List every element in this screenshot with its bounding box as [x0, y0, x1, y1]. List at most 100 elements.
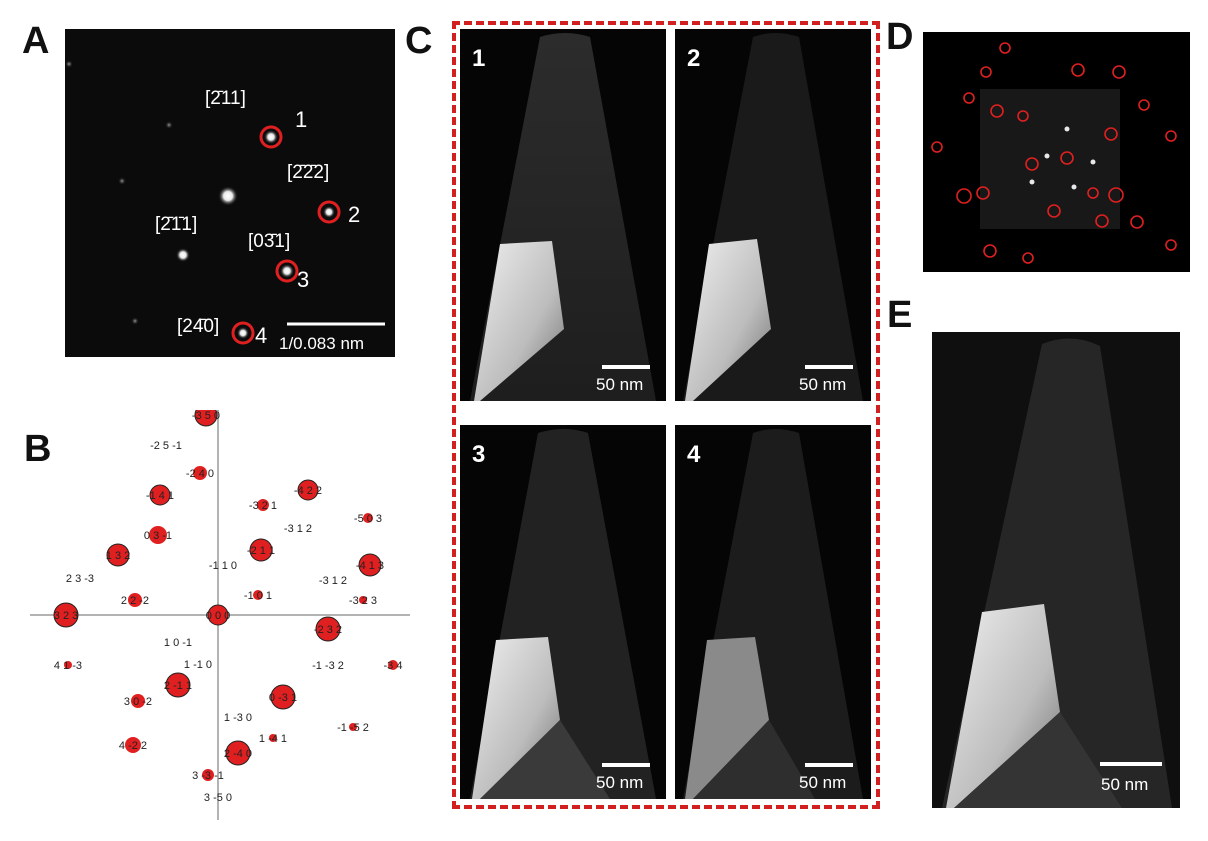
scale-label: 50 nm — [1101, 775, 1149, 794]
reflection-label: -4 2 2 — [294, 485, 322, 497]
scale-label: 50 nm — [596, 773, 644, 792]
dark-field-image-3: 3 50 nm — [460, 425, 666, 799]
panel-label-a: A — [22, 20, 50, 62]
fft-spot-marker — [1047, 204, 1061, 218]
indexed-pattern-svg: -3 5 0-2 5 -1-2 4 0-1 4 1-4 2 2-3 2 1-3 … — [30, 410, 410, 820]
diffraction-pattern-image — [65, 60, 385, 345]
dark-field-dashed-box — [452, 21, 880, 809]
zone-label-unlabeled: [2̄1̄1] — [155, 214, 198, 235]
scale-label: 50 nm — [799, 375, 847, 394]
scale-bar — [805, 365, 853, 369]
reflection-spot — [225, 740, 251, 766]
fft-spot-marker — [1138, 99, 1150, 111]
reflection-label: 2 -4 0 — [224, 748, 252, 760]
reflection-label: 4 -2 2 — [119, 740, 147, 752]
zone-label-4: [24̄0] — [177, 316, 220, 337]
reflection-label: -1 0 1 — [244, 590, 272, 602]
reflection-label: -3 4 — [384, 660, 403, 672]
zone-label-2: [2̄2̄2] — [287, 162, 330, 183]
subpanel-number-1: 1 — [472, 45, 486, 72]
reflection-spot — [257, 499, 269, 511]
reflection-label: 1 -4 1 — [259, 733, 287, 745]
fft-spot-marker — [990, 104, 1004, 118]
composite-dark-field-image: 50 nm — [932, 332, 1180, 808]
subpanel-number-4: 4 — [687, 441, 701, 468]
diffraction-pattern-panel: 1/0.083 nm [2̄11] 1 [2̄2̄2] 2 [2̄1̄1] [0… — [65, 29, 395, 357]
dark-field-image-2: 2 50 nm — [675, 29, 871, 401]
reflection-label: -4 1 3 — [356, 560, 384, 572]
reflection-label: -3 1 2 — [284, 523, 312, 535]
reflection-spot — [207, 604, 229, 626]
reflection-label: 2 3 -3 — [66, 573, 94, 585]
reflection-label: 1 0 -1 — [164, 637, 192, 649]
fft-spot-marker — [1071, 63, 1085, 77]
reflection-spot — [249, 538, 273, 562]
reflection-spot — [349, 723, 357, 731]
spot-number-2: 2 — [348, 202, 361, 227]
reflection-label: -5 0 3 — [354, 513, 382, 525]
fft-bright-spot — [1090, 159, 1096, 165]
reflection-spot — [194, 410, 218, 427]
panel-label-b: B — [24, 428, 52, 470]
reflection-spot — [270, 684, 296, 710]
reflection-label: 3 -5 0 — [204, 792, 232, 804]
zone-label-1: [2̄11] — [205, 88, 246, 109]
panel-label-c: C — [405, 20, 433, 62]
fft-spot-marker — [956, 188, 972, 204]
fft-pattern-panel — [923, 32, 1190, 272]
fft-spot-marker — [999, 42, 1011, 54]
subpanel-number-3: 3 — [472, 441, 486, 468]
reflection-spot — [149, 526, 167, 544]
fft-spot-marker — [980, 66, 992, 78]
scale-bar — [805, 763, 853, 767]
reflection-label: 4 1 -3 — [54, 660, 82, 672]
reflection-spot — [131, 694, 145, 708]
fft-bright-spot — [1064, 126, 1070, 132]
reflection-label: 2 2 -2 — [121, 595, 149, 607]
fft-spot-marker — [1108, 187, 1124, 203]
reflection-label: -2 5 -1 — [150, 440, 182, 452]
reflection-label: 3 -3 -1 — [192, 770, 224, 782]
panel-label-d: D — [886, 16, 914, 58]
reflection-label: -2 1 1 — [247, 545, 275, 557]
fft-spot-marker — [1095, 214, 1109, 228]
fft-spot-marker — [963, 92, 975, 104]
reflection-spot — [125, 737, 141, 753]
reflection-label: 1 -1 0 — [184, 659, 212, 671]
fft-spot-marker — [1165, 239, 1177, 251]
fft-spot-marker — [1112, 65, 1126, 79]
dark-field-image-1: 1 50 nm — [460, 29, 666, 401]
reflection-label: -1 4 1 — [146, 490, 174, 502]
reflection-label: 3 2 3 — [54, 610, 78, 622]
reflection-spot — [193, 466, 207, 480]
spot-number-4: 4 — [255, 323, 268, 348]
reflection-label: 0 0 0 — [206, 610, 230, 622]
fft-spot-marker — [1104, 127, 1118, 141]
zone-label-3: [03̄1] — [248, 231, 291, 252]
fft-bright-spot — [1044, 153, 1050, 159]
spot-number-1: 1 — [295, 107, 308, 132]
reflection-spot — [297, 479, 319, 501]
central-beam-spot — [218, 186, 238, 206]
reflection-spot — [253, 590, 263, 600]
reflection-spot — [106, 543, 130, 567]
reflection-label: 2 -1 1 — [164, 680, 192, 692]
fft-spot-marker — [1022, 252, 1034, 264]
scale-label: 50 nm — [596, 375, 644, 394]
reflection-spot — [363, 513, 373, 523]
reflection-label: -1 1 0 — [209, 560, 237, 572]
reflection-label: 1 -3 0 — [224, 712, 252, 724]
reflection-label: 0 -3 1 — [269, 692, 297, 704]
fft-spot-marker — [983, 244, 997, 258]
fft-spot-marker — [1087, 187, 1099, 199]
reflection-spot — [149, 484, 171, 506]
fft-spot-marker — [1060, 151, 1074, 165]
indexed-pattern-panel: -3 5 0-2 5 -1-2 4 0-1 4 1-4 2 2-3 2 1-3 … — [30, 410, 410, 820]
reflection-label: -3 5 0 — [192, 410, 220, 422]
scale-bar — [1100, 762, 1162, 766]
fft-spot-marker — [976, 186, 990, 200]
reflection-label: -1 -3 2 — [312, 660, 344, 672]
fft-spot-marker — [1165, 130, 1177, 142]
reflection-spot — [388, 660, 398, 670]
reflection-label: -2 4 0 — [186, 468, 214, 480]
